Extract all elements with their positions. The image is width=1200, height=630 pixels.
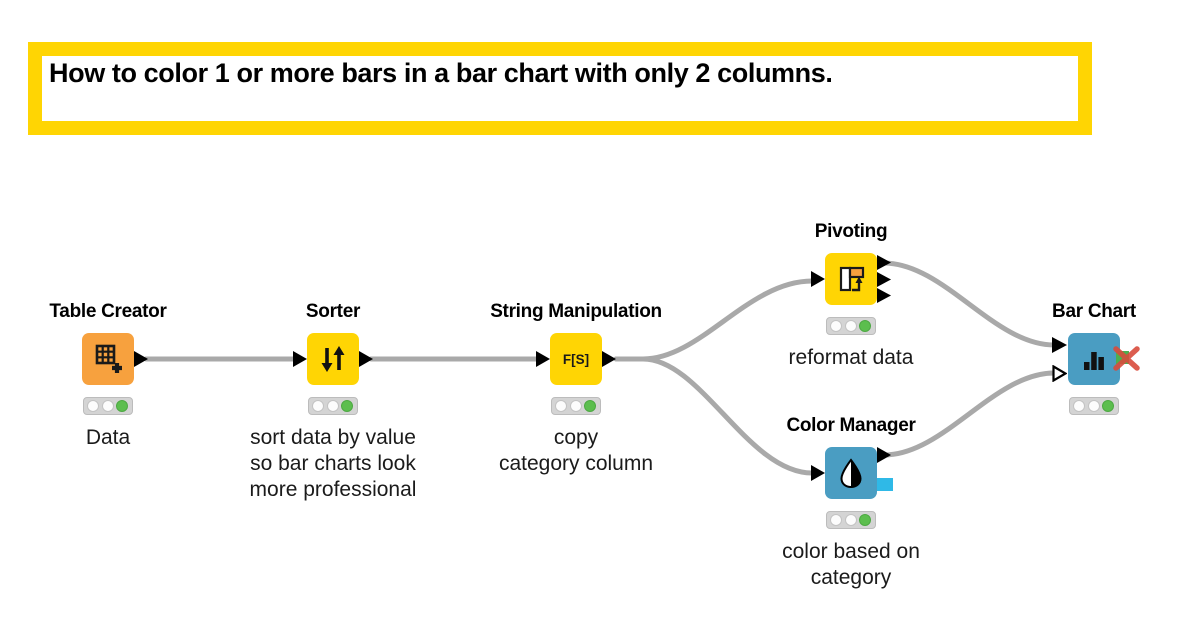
node-sorter[interactable]: Sorter sort data by value so bar charts … bbox=[250, 301, 417, 501]
input-port-data[interactable] bbox=[1052, 337, 1067, 353]
status-dot-green bbox=[584, 400, 596, 412]
status-dot-red bbox=[830, 514, 842, 526]
status-traffic-light bbox=[308, 397, 358, 415]
title-annotation: How to color 1 or more bars in a bar cha… bbox=[28, 42, 1092, 135]
node-name: Color Manager bbox=[786, 415, 916, 436]
input-port[interactable] bbox=[293, 351, 307, 367]
string-function-icon: F[S] bbox=[563, 352, 589, 367]
status-dot-green bbox=[1102, 400, 1114, 412]
inactive-x-icon bbox=[1113, 346, 1140, 371]
bar-chart-icon bbox=[1084, 352, 1104, 370]
output-port[interactable] bbox=[134, 351, 148, 367]
wire-string-manipulation-to-color-manager[interactable] bbox=[613, 356, 815, 476]
status-dot-yellow bbox=[569, 400, 582, 412]
output-port-color-model[interactable] bbox=[877, 478, 893, 491]
input-port-color[interactable] bbox=[1052, 365, 1067, 382]
input-port[interactable] bbox=[536, 351, 550, 367]
wire-pivoting-to-bar-chart[interactable] bbox=[881, 260, 1057, 348]
output-port-table[interactable] bbox=[877, 447, 891, 463]
output-port-2[interactable] bbox=[877, 271, 891, 287]
status-dot-green bbox=[341, 400, 353, 412]
node-pivoting[interactable]: Pivoting reformat data bbox=[789, 221, 914, 369]
node-annotation: reformat data bbox=[788, 346, 914, 369]
output-port-3[interactable] bbox=[877, 288, 891, 303]
status-dot-yellow bbox=[326, 400, 339, 412]
node-color-manager[interactable]: Color Manager color based on category bbox=[782, 415, 920, 589]
node-body-color-manager[interactable] bbox=[825, 447, 877, 499]
node-annotation: color based on category bbox=[782, 540, 920, 589]
node-name: Sorter bbox=[305, 301, 361, 322]
node-body-table-creator[interactable] bbox=[82, 333, 134, 385]
node-bar-chart[interactable]: Bar Chart bbox=[1052, 301, 1140, 415]
pivot-icon bbox=[839, 266, 865, 292]
node-body-pivoting[interactable] bbox=[825, 253, 877, 305]
table-plus-icon bbox=[95, 344, 122, 373]
sort-arrows-icon bbox=[321, 346, 345, 372]
status-traffic-light bbox=[83, 397, 133, 415]
input-port[interactable] bbox=[811, 465, 825, 481]
status-dot-yellow bbox=[101, 400, 114, 412]
status-dot-red bbox=[830, 320, 842, 332]
status-dot-green bbox=[859, 514, 871, 526]
status-dot-yellow bbox=[844, 514, 857, 526]
node-name: Table Creator bbox=[49, 301, 167, 322]
node-table-creator[interactable]: Table Creator Data bbox=[49, 301, 166, 449]
status-dot-yellow bbox=[1087, 400, 1100, 412]
node-annotation: Data bbox=[85, 426, 131, 449]
node-name: Pivoting bbox=[814, 221, 888, 242]
svg-text:F[S]: F[S] bbox=[563, 352, 589, 367]
node-body-sorter[interactable] bbox=[307, 333, 359, 385]
status-dot-red bbox=[87, 400, 99, 412]
status-traffic-light bbox=[826, 317, 876, 335]
node-annotation: copy category column bbox=[498, 426, 654, 475]
node-string-manipulation[interactable]: String Manipulation F[S] copy category c… bbox=[490, 301, 662, 475]
node-name: Bar Chart bbox=[1052, 301, 1136, 322]
output-port-1[interactable] bbox=[877, 255, 891, 270]
node-annotation: sort data by value so bar charts look mo… bbox=[249, 426, 417, 501]
node-name: String Manipulation bbox=[490, 301, 662, 322]
input-port[interactable] bbox=[811, 271, 825, 287]
status-dot-red bbox=[312, 400, 324, 412]
wire-color-manager-to-bar-chart[interactable] bbox=[881, 370, 1057, 458]
status-traffic-light bbox=[826, 511, 876, 529]
output-port[interactable] bbox=[602, 351, 616, 367]
node-body-string-manipulation[interactable]: F[S] bbox=[550, 333, 602, 385]
status-dot-green bbox=[116, 400, 128, 412]
output-port[interactable] bbox=[359, 351, 373, 367]
status-traffic-light bbox=[551, 397, 601, 415]
node-body-bar-chart[interactable] bbox=[1068, 333, 1120, 385]
status-dot-red bbox=[1073, 400, 1085, 412]
status-dot-green bbox=[859, 320, 871, 332]
workflow-title: How to color 1 or more bars in a bar cha… bbox=[49, 58, 833, 88]
status-dot-red bbox=[555, 400, 567, 412]
inactive-output-marker bbox=[1113, 345, 1141, 373]
color-drop-icon bbox=[840, 458, 862, 489]
status-dot-yellow bbox=[844, 320, 857, 332]
status-traffic-light bbox=[1069, 397, 1119, 415]
title-annotation-inner: How to color 1 or more bars in a bar cha… bbox=[42, 56, 1078, 121]
